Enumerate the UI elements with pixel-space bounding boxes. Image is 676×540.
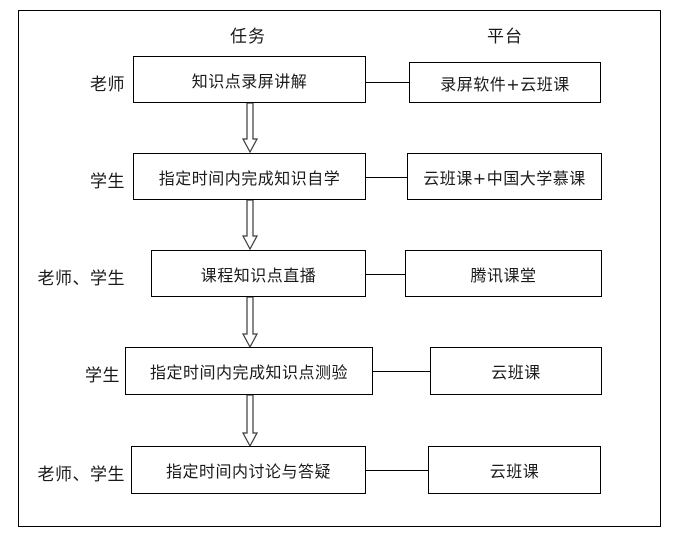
- column-header-platform: 平台: [487, 27, 523, 47]
- flow-arrow-2: [242, 200, 258, 250]
- platform-box-3[interactable]: 腾讯课堂: [405, 250, 602, 297]
- task-box-3[interactable]: 课程知识点直播: [151, 250, 366, 297]
- task-box-2[interactable]: 指定时间内完成知识自学: [133, 153, 366, 200]
- flow-arrow-3: [242, 297, 258, 348]
- row-label-5: 老师、学生: [37, 465, 125, 485]
- task-box-5[interactable]: 指定时间内讨论与答疑: [131, 446, 366, 494]
- row-label-3: 老师、学生: [37, 269, 125, 289]
- platform-box-1[interactable]: 录屏软件+云班课: [409, 62, 601, 103]
- task-box-4[interactable]: 指定时间内完成知识点测验: [125, 347, 373, 395]
- connector-line-1: [366, 82, 409, 83]
- platform-box-2[interactable]: 云班课+中国大学慕课: [407, 153, 602, 200]
- task-box-1[interactable]: 知识点录屏讲解: [133, 56, 366, 103]
- flow-arrow-1: [242, 103, 258, 153]
- row-label-2: 学生: [90, 172, 125, 192]
- flow-arrow-4: [242, 395, 258, 447]
- connector-line-2: [366, 177, 407, 178]
- connector-line-4: [373, 371, 430, 372]
- platform-box-4[interactable]: 云班课: [430, 347, 602, 395]
- connector-line-3: [366, 274, 405, 275]
- row-label-1: 老师: [90, 75, 125, 95]
- diagram-border: [18, 10, 661, 527]
- platform-box-5[interactable]: 云班课: [428, 446, 601, 494]
- column-header-task: 任务: [230, 27, 266, 47]
- row-label-4: 学生: [85, 366, 120, 386]
- connector-line-5: [366, 470, 428, 471]
